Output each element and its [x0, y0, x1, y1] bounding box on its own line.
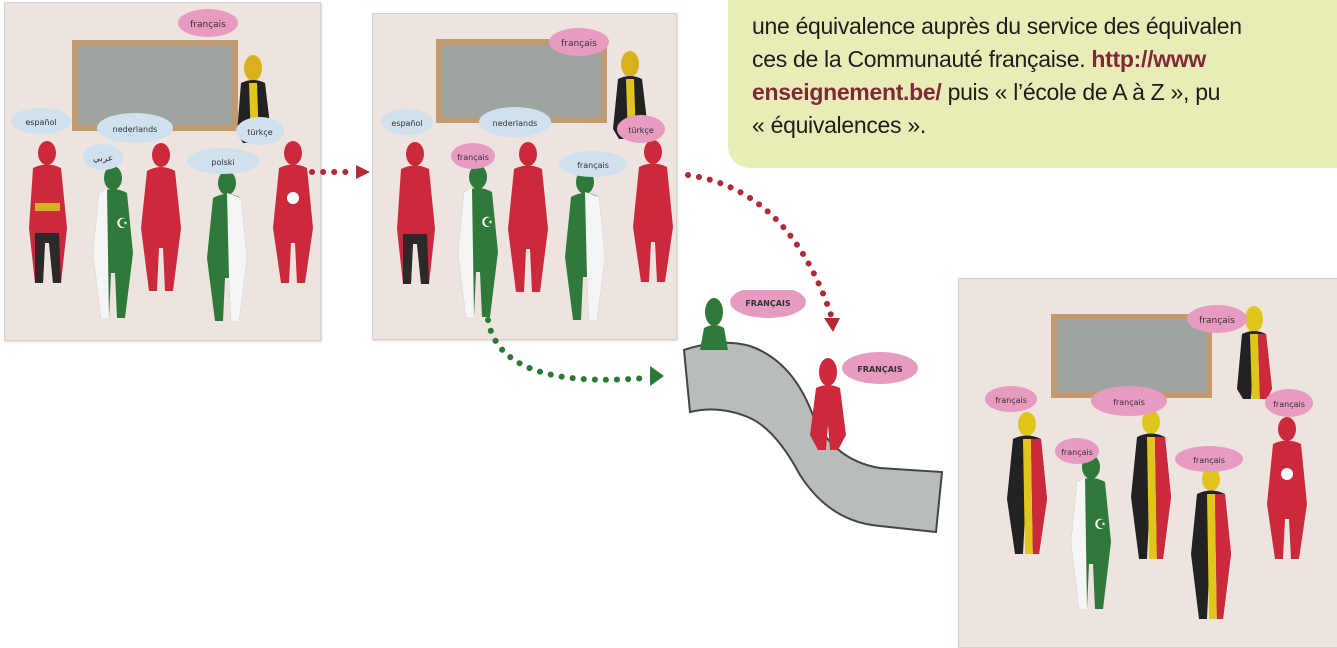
figure-red-center — [141, 143, 181, 291]
svg-text:français: français — [577, 161, 609, 170]
speech-bubble — [730, 290, 806, 318]
illustration-panel-multilingual-class: ☪ français español nederlands türkçe عرب… — [4, 2, 321, 341]
info-text: ces de la Communauté française. — [752, 46, 1086, 72]
speech-bubble — [842, 352, 918, 384]
info-line: ces de la Communauté française. http://w… — [752, 43, 1337, 76]
illustration-ramp-scene: FRANÇAIS FRANÇAIS — [680, 290, 950, 540]
svg-text:☪: ☪ — [481, 215, 494, 231]
speech-bubble — [178, 9, 238, 37]
dotted-arrow-icon — [309, 165, 370, 179]
svg-text:☪: ☪ — [1094, 517, 1107, 533]
svg-text:nederlands: nederlands — [493, 119, 538, 128]
info-line: enseignement.be/ puis « l’école de A à Z… — [752, 76, 1337, 109]
bubble-text: polski — [211, 158, 234, 167]
figure-red-left — [29, 141, 67, 283]
svg-text:français: français — [1061, 448, 1093, 457]
bubble-text: español — [25, 118, 56, 127]
svg-text:français: français — [1113, 398, 1145, 407]
svg-text:français: français — [1193, 456, 1225, 465]
figure-green-white: ☪ — [93, 166, 133, 318]
info-line: « équivalences ». — [752, 112, 926, 138]
speech-bubble — [236, 117, 284, 145]
bubble-text: türkçe — [247, 128, 273, 137]
speech-bubble — [11, 108, 71, 134]
info-text: puis « l’école de A à Z », pu — [941, 79, 1221, 105]
bubble-text: français — [190, 20, 226, 30]
bubble-text: FRANÇAIS — [745, 299, 791, 308]
speech-bubble — [187, 148, 259, 174]
svg-text:türkçe: türkçe — [628, 126, 654, 135]
enseignement-link[interactable]: enseignement.be/ — [752, 79, 942, 105]
info-line: une équivalence auprès du service des éq… — [752, 13, 1242, 39]
svg-text:français: français — [457, 153, 489, 162]
speech-bubble — [83, 144, 123, 170]
info-callout: une équivalence auprès du service des éq… — [728, 0, 1337, 168]
figure-red-right — [273, 141, 313, 283]
svg-text:français: français — [995, 396, 1027, 405]
illustration-panel-learning-french: ☪ français español nederlands türkçe fra… — [372, 13, 677, 340]
speech-bubble — [97, 113, 173, 143]
crescent-star-icon: ☪ — [116, 216, 129, 232]
svg-text:français: français — [1199, 316, 1235, 326]
svg-text:français: français — [1273, 400, 1305, 409]
bubble-text: عربي — [93, 154, 113, 164]
bubble-text: nederlands — [113, 125, 158, 134]
bubble-text: FRANÇAIS — [857, 365, 903, 374]
dotted-arrow-icon — [485, 317, 664, 386]
dotted-arrow-icon — [685, 172, 840, 332]
equivalence-link[interactable]: http://www — [1091, 46, 1206, 72]
figure-green-white-2 — [207, 171, 247, 321]
svg-text:español: español — [391, 119, 422, 128]
illustration-panel-integrated-class: ☪ français français français français fr… — [958, 278, 1337, 648]
svg-text:français: français — [561, 39, 597, 49]
